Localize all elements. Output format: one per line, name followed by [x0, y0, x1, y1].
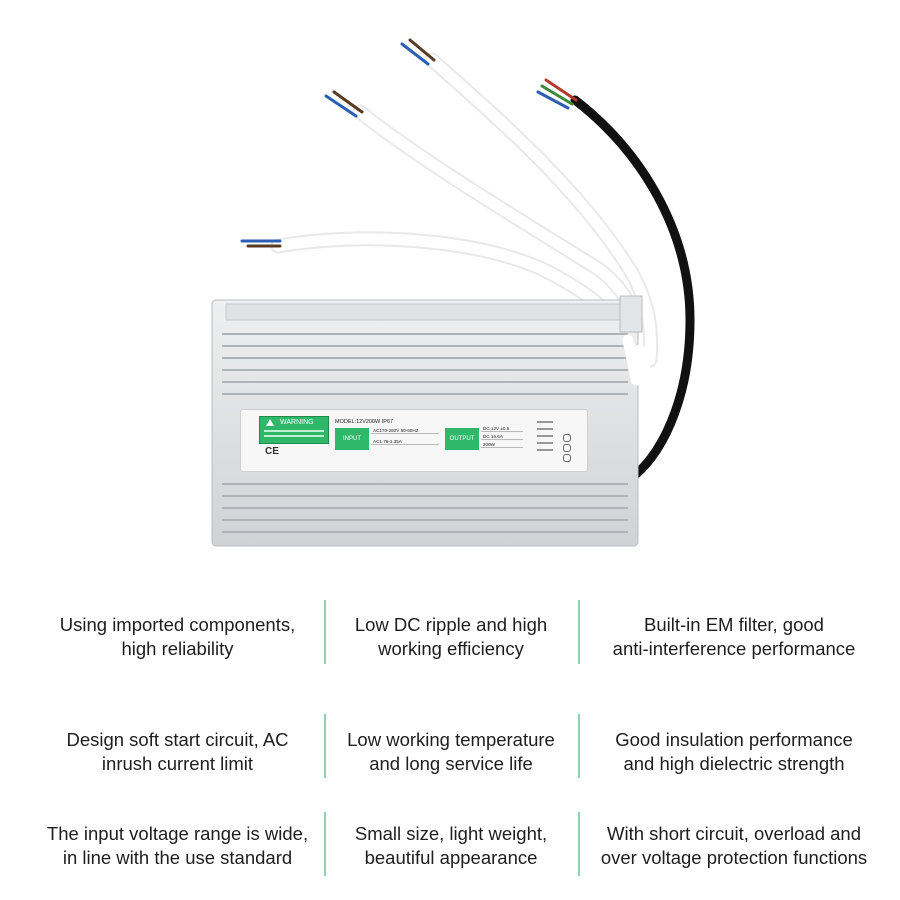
feature-item: Using imported components, high reliabil…	[0, 613, 355, 661]
feature-item: Small size, light weight, beautiful appe…	[326, 822, 576, 870]
feature-item: Built-in EM filter, good anti-interferen…	[578, 613, 890, 661]
feature-line: and long service life	[369, 753, 533, 774]
feature-line: over voltage protection functions	[600, 847, 868, 868]
feature-line: inrush current limit	[101, 753, 254, 774]
divider	[578, 812, 580, 876]
feature-line: Good insulation performance	[615, 729, 853, 750]
feature-line: Built-in EM filter, good	[644, 614, 824, 635]
feature-line: Design soft start circuit, AC	[66, 729, 289, 750]
feature-item: Good insulation performance and high die…	[578, 728, 890, 776]
input-spec: AC170-260V 50-60HZ	[371, 428, 439, 434]
output-spec: DC 16.6A	[481, 434, 523, 440]
feature-line: Using imported components,	[59, 614, 296, 635]
feature-line: in line with the use standard	[62, 847, 293, 868]
feature-line: With short circuit, overload and	[607, 823, 861, 844]
cable-bundle	[270, 52, 695, 485]
feature-item: The input voltage range is wide, in line…	[0, 822, 355, 870]
feature-line: working efficiency	[378, 638, 524, 659]
input-spec: AC1.76-1.35A	[371, 439, 439, 445]
feature-line: Low working temperature	[347, 729, 555, 750]
power-supply-illustration	[211, 38, 695, 547]
terminal-dots-icon	[563, 434, 571, 464]
feature-item: Low working temperature and long service…	[326, 728, 576, 776]
feature-line: Small size, light weight,	[354, 823, 548, 844]
divider	[324, 600, 326, 664]
feature-item: Low DC ripple and high working efficienc…	[326, 613, 576, 661]
warning-box: WARNING	[259, 416, 329, 444]
output-spec: 200W	[481, 442, 523, 448]
divider	[324, 812, 326, 876]
warning-title: WARNING	[280, 419, 314, 426]
feature-line: anti-interference performance	[612, 638, 856, 659]
output-spec: DC 12V ±0.5	[481, 426, 523, 432]
warning-text	[264, 430, 324, 440]
feature-line: Low DC ripple and high	[354, 614, 548, 635]
feature-item: With short circuit, overload and over vo…	[578, 822, 890, 870]
feature-line: The input voltage range is wide,	[46, 823, 309, 844]
wire-tips	[240, 38, 578, 248]
model-text: MODEL:12V200W IP67	[335, 419, 394, 425]
product-label: WARNING CE MODEL:12V200W IP67 INPUT AC17…	[240, 409, 588, 472]
product-photo: WARNING CE MODEL:12V200W IP67 INPUT AC17…	[211, 38, 695, 547]
feature-line: and high dielectric strength	[623, 753, 845, 774]
input-tag: INPUT	[335, 428, 369, 450]
feature-line: beautiful appearance	[364, 847, 538, 868]
feature-item: Design soft start circuit, AC inrush cur…	[0, 728, 355, 776]
divider	[578, 600, 580, 664]
ce-mark: CE	[265, 446, 279, 457]
feature-line: high reliability	[121, 638, 234, 659]
output-tag: OUTPUT	[445, 428, 479, 450]
divider	[324, 714, 326, 778]
wiring-diagram-icon	[537, 416, 575, 462]
divider	[578, 714, 580, 778]
warning-triangle-icon	[266, 419, 274, 426]
